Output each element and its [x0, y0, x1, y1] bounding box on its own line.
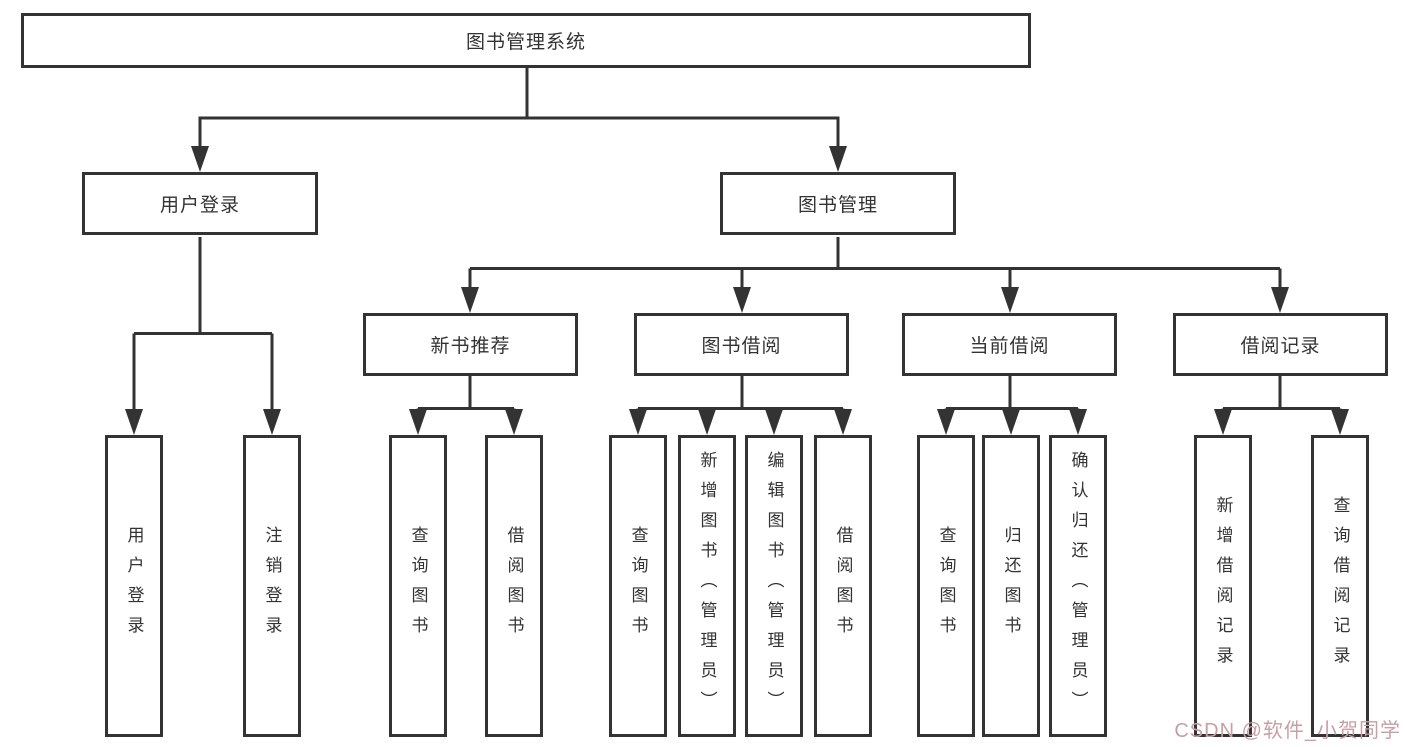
- node-label: 图书管理: [797, 195, 878, 216]
- node-label: 新增图书（管理员）: [697, 451, 717, 721]
- node-new-book-recommend: 新书推荐: [363, 313, 578, 376]
- node-label: 借阅图书: [504, 526, 524, 646]
- node-label: 借阅记录: [1240, 336, 1321, 357]
- leaf-edit-books-admin: 编辑图书（管理员）: [745, 435, 803, 737]
- node-label: 新书推荐: [430, 336, 511, 357]
- node-label: 用户登录: [124, 526, 144, 646]
- node-label: 新增借阅记录: [1213, 496, 1233, 676]
- node-label: 查询借阅记录: [1330, 496, 1350, 676]
- node-root-system: 图书管理系统: [21, 13, 1031, 68]
- node-label: 借阅图书: [833, 526, 853, 646]
- node-label: 查询图书: [936, 526, 956, 646]
- node-label: 查询图书: [628, 526, 648, 646]
- leaf-user-login: 用户登录: [105, 435, 163, 737]
- node-book-borrow: 图书借阅: [634, 313, 849, 376]
- leaf-query-books-3: 查询图书: [917, 435, 975, 737]
- arrowheads: [125, 146, 1349, 435]
- node-user-login-branch: 用户登录: [82, 172, 318, 235]
- node-label: 当前借阅: [969, 336, 1050, 357]
- node-label: 用户登录: [159, 195, 240, 216]
- node-borrow-records: 借阅记录: [1173, 313, 1388, 376]
- node-label: 图书借阅: [701, 336, 782, 357]
- csdn-watermark: CSDN @软件_小贺同学: [1174, 720, 1401, 742]
- node-label: 图书管理系统: [465, 32, 586, 53]
- node-label: 编辑图书（管理员）: [764, 451, 784, 721]
- leaf-query-borrow-record: 查询借阅记录: [1311, 435, 1369, 737]
- leaf-add-borrow-record: 新增借阅记录: [1194, 435, 1252, 737]
- leaf-logout: 注销登录: [243, 435, 301, 737]
- leaf-return-books: 归还图书: [982, 435, 1040, 737]
- node-label: 注销登录: [262, 526, 282, 646]
- leaf-borrow-books-1: 借阅图书: [485, 435, 543, 737]
- node-label: 归还图书: [1001, 526, 1021, 646]
- leaf-confirm-return-admin: 确认归还（管理员）: [1049, 435, 1107, 737]
- node-book-management-branch: 图书管理: [720, 172, 956, 235]
- node-current-borrow: 当前借阅: [902, 313, 1117, 376]
- node-label: 查询图书: [408, 526, 428, 646]
- leaf-add-books-admin: 新增图书（管理员）: [678, 435, 736, 737]
- node-label: 确认归还（管理员）: [1068, 451, 1088, 721]
- leaf-query-books-1: 查询图书: [389, 435, 447, 737]
- leaf-borrow-books-2: 借阅图书: [814, 435, 872, 737]
- leaf-query-books-2: 查询图书: [609, 435, 667, 737]
